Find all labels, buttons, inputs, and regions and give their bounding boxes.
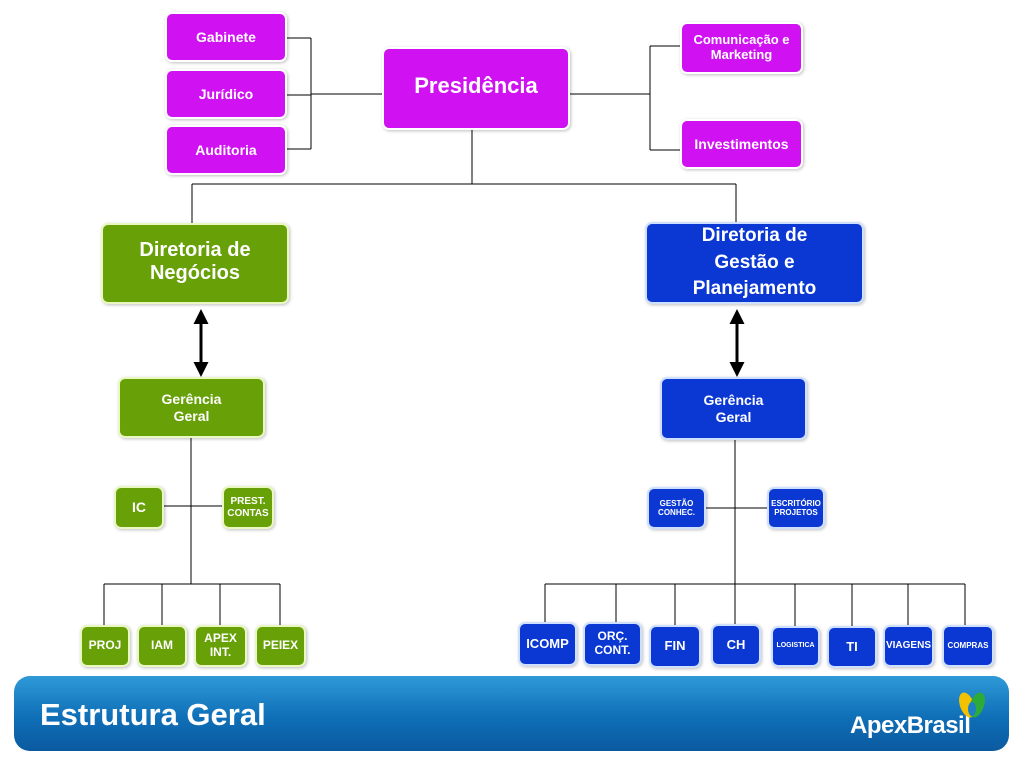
unit-fin-node: FIN: [649, 625, 701, 668]
auditoria-node: Auditoria: [165, 125, 287, 175]
unit-apex-int-node: APEX INT.: [194, 625, 247, 667]
gerencia-geral-negocios-node: Gerência Geral: [118, 377, 265, 438]
gestao-conhec-node: GESTÃO CONHEC.: [647, 487, 706, 529]
unit-compras-node: COMPRAS: [942, 625, 994, 667]
unit-viagens-node: VIAGENS: [883, 625, 934, 667]
presidencia-node: Presidência: [382, 47, 570, 130]
unit-ti-node: TI: [827, 626, 877, 668]
diretoria-negocios-node: Diretoria de Negócios: [101, 223, 289, 304]
juridico-node: Jurídico: [165, 69, 287, 119]
unit-ch-node: CH: [711, 624, 761, 666]
ic-node: IC: [114, 486, 164, 529]
footer-bar: [14, 676, 1009, 751]
unit-peiex-node: PEIEX: [255, 625, 306, 667]
unit-orc-cont-node: ORÇ. CONT.: [583, 622, 642, 666]
investimentos-node: Investimentos: [680, 119, 803, 169]
gerencia-geral-gestao-node: Gerência Geral: [660, 377, 807, 440]
gabinete-node: Gabinete: [165, 12, 287, 62]
unit-logistica-node: LOGISTICA: [771, 626, 820, 667]
apexbrasil-logo-icon: [959, 692, 985, 718]
escritorio-projetos-node: ESCRITÓRIO PROJETOS: [767, 487, 825, 529]
prest-contas-node: PREST. CONTAS: [222, 486, 274, 529]
brand-name: ApexBrasil: [850, 712, 971, 739]
comunicacao-marketing-node: Comunicação e Marketing: [680, 22, 803, 74]
diretoria-gestao-node: Diretoria de Gestão e Planejamento: [645, 222, 864, 304]
unit-proj-node: PROJ: [80, 625, 130, 667]
unit-iam-node: IAM: [137, 625, 187, 667]
slide-title: Estrutura Geral: [40, 697, 266, 732]
unit-icomp-node: ICOMP: [518, 622, 577, 666]
